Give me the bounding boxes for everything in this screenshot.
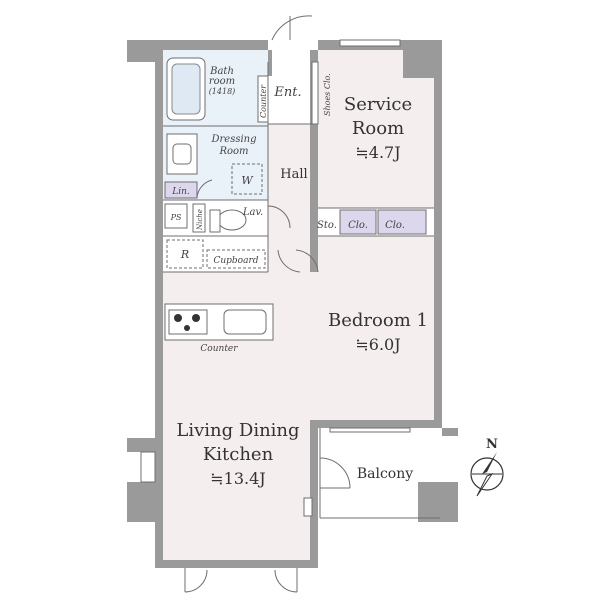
bedroom-door-swing-icon <box>295 249 319 273</box>
niche <box>192 203 206 233</box>
compass-icon: N <box>470 437 504 497</box>
hall-floor <box>268 124 318 272</box>
bedroom-area: ≒6.0J <box>355 335 400 354</box>
counter-top <box>257 75 269 123</box>
service-room-label-1: Service <box>344 94 412 115</box>
sink-basin-icon <box>172 143 192 165</box>
bedroom-floor <box>318 236 434 426</box>
niche-label: Niche <box>196 209 204 231</box>
compass-north-label: N <box>486 437 498 452</box>
bath-room-size: (1418) <box>209 87 236 96</box>
ldk-door-left-icon <box>184 568 208 593</box>
closet-2-label: Clo. <box>385 220 405 231</box>
bath-room-label-2: room <box>209 76 235 87</box>
refrigerator-label: R <box>180 248 189 261</box>
storage-label: Sto. <box>317 220 337 231</box>
service-room-area: ≒4.7J <box>355 143 400 162</box>
balcony-rail <box>329 427 411 433</box>
washer-label: W <box>241 174 254 187</box>
closet-1-label: Clo. <box>348 220 368 231</box>
entrance-door-swing-icon <box>271 15 313 41</box>
ldk-area: ≒13.4J <box>210 469 265 488</box>
partitions <box>163 62 440 519</box>
closet-1 <box>339 209 377 235</box>
bathtub-inner <box>171 63 201 115</box>
lavatory-door-swing-icon <box>267 205 291 229</box>
lavatory-label: Lav. <box>242 207 263 218</box>
cupboard-label: Cupboard <box>213 256 258 266</box>
toilet-icon <box>217 209 247 231</box>
hall-door-swing-icon <box>277 249 301 273</box>
cupboard <box>206 249 266 269</box>
ldk-panel-box <box>303 497 313 517</box>
entrance-floor <box>268 62 318 124</box>
entrance-label: Ent. <box>273 85 301 100</box>
ldk-label-2: Kitchen <box>203 444 274 465</box>
shoes-closet-label: Shoes Clo. <box>323 73 332 116</box>
linen-label: Lin. <box>171 187 190 197</box>
refrigerator-space <box>166 239 204 269</box>
dressing-label-1: Dressing <box>210 134 256 145</box>
balcony-label: Balcony <box>357 466 413 482</box>
toilet-tank-icon <box>209 209 221 233</box>
linen-closet <box>164 181 198 199</box>
pipe-space <box>164 203 188 229</box>
service-room-label-2: Room <box>352 118 404 139</box>
sink-vanity <box>166 133 198 175</box>
bath-room-label-1: Bath <box>209 66 234 77</box>
pipe-space-label: PS <box>170 213 182 222</box>
washer-space <box>231 163 263 195</box>
shoes-closet <box>311 61 319 125</box>
counter-top-label: Counter <box>259 84 268 118</box>
bedroom-label: Bedroom 1 <box>328 310 428 331</box>
dressing-label-2: Room <box>218 146 248 157</box>
closet-2 <box>377 209 427 235</box>
ldk-door-right-icon <box>274 568 298 593</box>
dressing-door-swing-icon <box>196 179 213 199</box>
service-room-window <box>339 39 401 47</box>
ldk-label-1: Living Dining <box>176 420 299 441</box>
kitchen-counter-label: Counter <box>200 344 238 354</box>
ldk-window-left <box>140 451 156 483</box>
hall-label: Hall <box>280 167 307 182</box>
balcony-door-swing-icon <box>319 457 351 489</box>
kitchen-sink-icon <box>223 309 267 335</box>
